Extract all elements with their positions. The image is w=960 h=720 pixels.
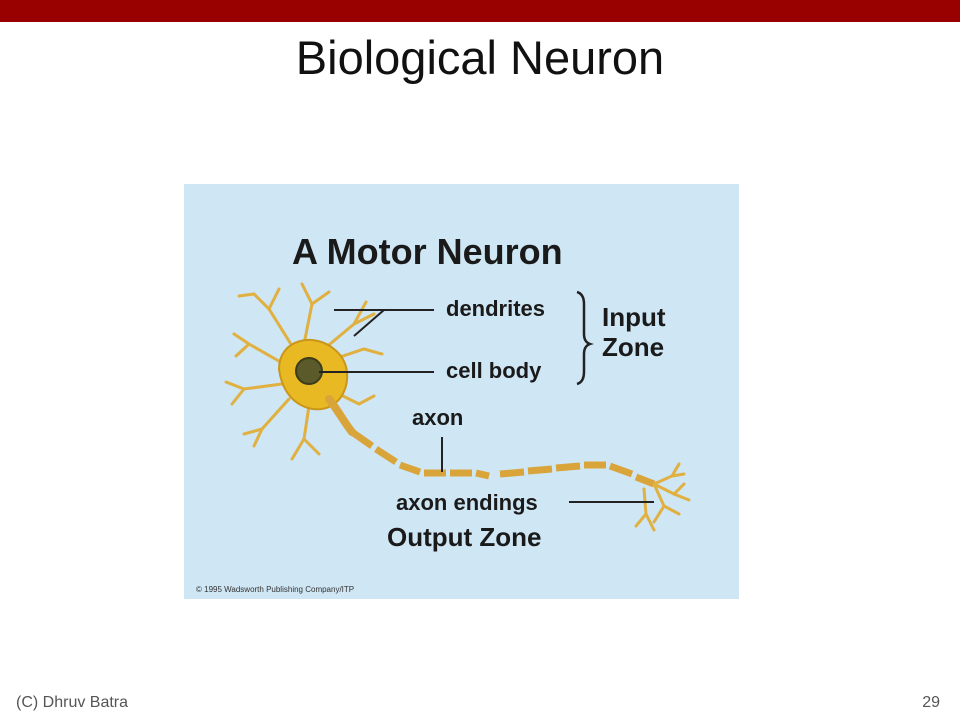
axon-hillock [325, 395, 356, 436]
footer-author: (C) Dhruv Batra [16, 694, 129, 711]
neuron-diagram: A Motor Neuron [184, 184, 739, 599]
label-output-zone: Output Zone [387, 522, 542, 552]
figure-background [184, 184, 739, 599]
top-accent-bar [0, 0, 960, 22]
label-cell-body: cell body [446, 358, 542, 383]
figure-copyright: © 1995 Wadsworth Publishing Company/ITP [196, 585, 354, 594]
leader-lines [319, 309, 654, 503]
label-axon-endings: axon endings [396, 490, 538, 515]
label-axon: axon [412, 405, 463, 430]
axon-shape [349, 429, 656, 488]
label-input-zone-line2: Zone [602, 332, 664, 362]
slide-title: Biological Neuron [295, 31, 665, 84]
figure-heading: A Motor Neuron [292, 231, 563, 272]
input-zone-brace [576, 290, 594, 386]
neuron-figure: A Motor Neuron [184, 184, 739, 599]
nucleus-shape [295, 357, 323, 385]
label-dendrites: dendrites [446, 296, 545, 321]
axon-endings-shape [634, 462, 691, 532]
dendrites-shape [224, 282, 384, 461]
label-input-zone-line1: Input [602, 302, 666, 332]
page-number: 29 [922, 694, 940, 711]
